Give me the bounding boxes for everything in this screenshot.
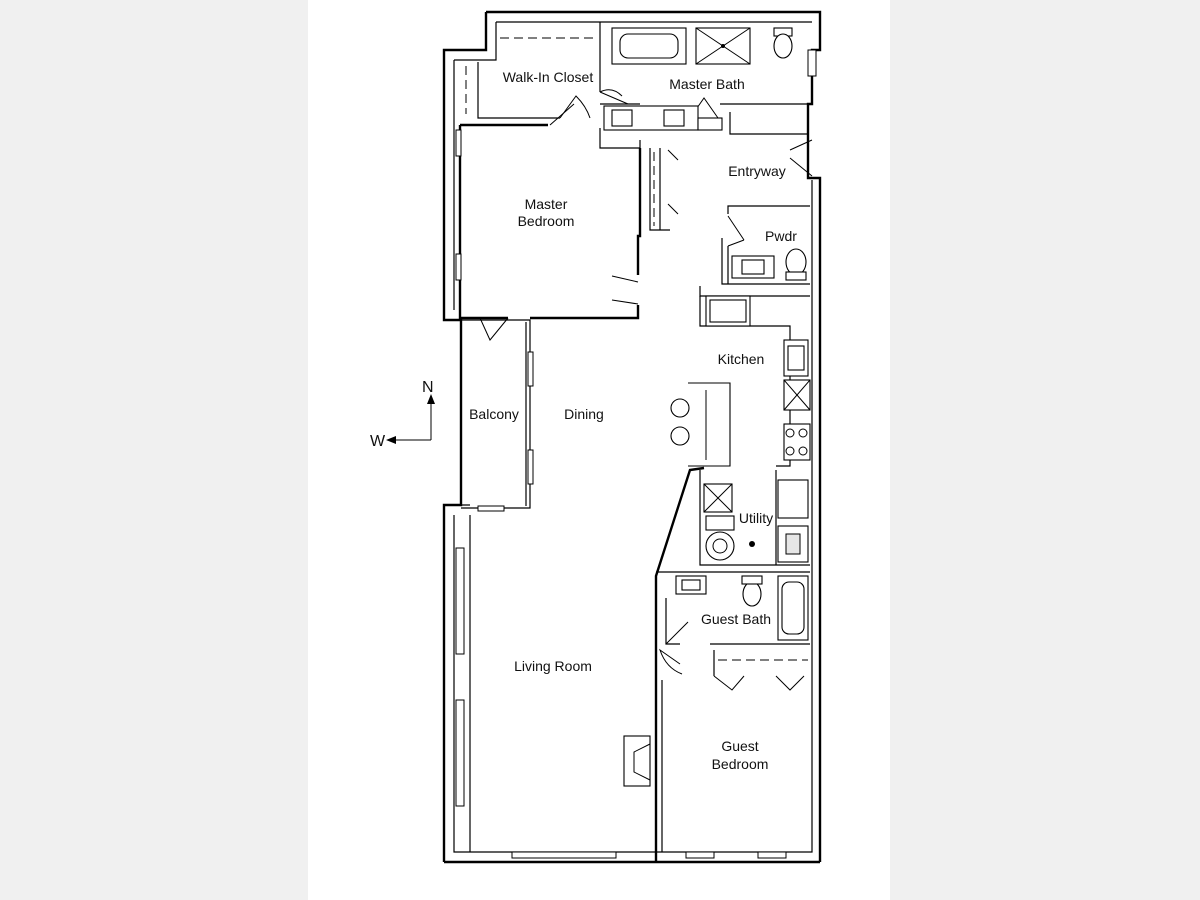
label-kitchen: Kitchen bbox=[718, 351, 765, 367]
label-entryway: Entryway bbox=[728, 163, 786, 179]
label-balcony: Balcony bbox=[469, 406, 519, 422]
interior-walls bbox=[444, 22, 810, 862]
label-living-room: Living Room bbox=[514, 658, 592, 674]
windows bbox=[455, 49, 817, 859]
north-arrow-icon bbox=[427, 394, 435, 404]
fixtures bbox=[603, 27, 811, 787]
label-dining: Dining bbox=[564, 406, 604, 422]
compass-north-label: N bbox=[422, 379, 434, 396]
compass-west-label: W bbox=[370, 433, 386, 450]
label-guest-bedroom-line1: Guest bbox=[721, 738, 758, 754]
label-guest-bedroom-line2: Bedroom bbox=[712, 756, 769, 772]
label-master-bath: Master Bath bbox=[669, 76, 744, 92]
closet-rods bbox=[465, 37, 808, 661]
label-master-bedroom-line2: Bedroom bbox=[518, 213, 575, 229]
label-utility: Utility bbox=[739, 510, 773, 526]
label-master-bedroom-line1: Master bbox=[525, 196, 568, 212]
label-guest-bath: Guest Bath bbox=[701, 611, 771, 627]
compass: N W bbox=[370, 379, 435, 450]
label-powder-room: Pwdr bbox=[765, 228, 797, 244]
exterior-walls bbox=[442, 10, 822, 864]
doors bbox=[479, 89, 813, 691]
room-labels: Walk-In Closet Master Bath Entryway Mast… bbox=[469, 69, 797, 772]
label-walk-in-closet: Walk-In Closet bbox=[503, 69, 594, 85]
west-arrow-icon bbox=[386, 436, 396, 444]
